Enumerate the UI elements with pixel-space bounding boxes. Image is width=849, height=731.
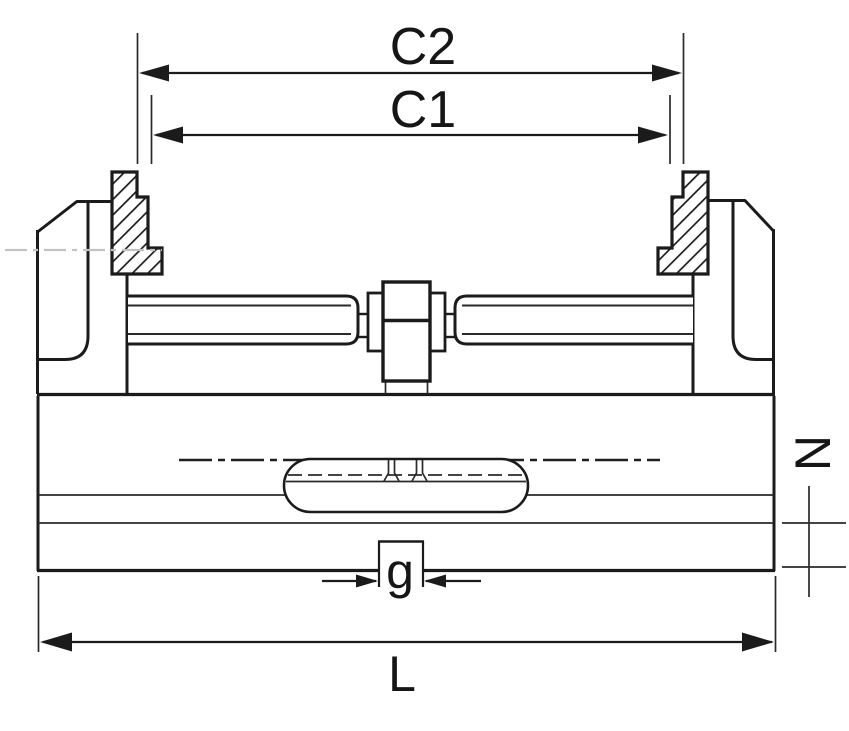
slot-notch-right-a — [411, 460, 418, 482]
dim-label-c1: C1 — [390, 81, 456, 139]
left-body-chamfer — [36, 199, 79, 234]
l-arrow-left — [40, 632, 72, 652]
lead-screw-left — [128, 294, 369, 346]
dim-l: L — [37, 576, 777, 702]
right-body-inner-contour — [731, 200, 773, 361]
dim-label-n: N — [785, 435, 841, 471]
g-arrow-left — [356, 574, 378, 588]
slot-notch-left-a — [383, 460, 390, 482]
left-body-inner-contour — [38, 201, 90, 361]
slot-notch-left-b — [393, 460, 400, 482]
dim-g: g — [322, 543, 481, 599]
dim-label-g: g — [386, 543, 414, 599]
l-arrow-right — [742, 632, 774, 652]
slot-notch-right-b — [421, 460, 428, 482]
block-main — [381, 280, 432, 383]
dim-c2: C2 — [136, 18, 685, 164]
slot-outline — [282, 457, 530, 514]
c1-arrow-left — [153, 126, 183, 144]
left-jaw-plate — [110, 170, 164, 276]
block-flange-right — [428, 291, 447, 353]
base-slot — [282, 457, 530, 514]
vise-base — [36, 392, 776, 587]
right-screw-outline — [453, 294, 693, 346]
c2-arrow-right — [652, 64, 682, 82]
dim-label-l: L — [388, 646, 416, 702]
g-arrow-right — [424, 574, 446, 588]
c1-arrow-right — [638, 126, 668, 144]
right-jaw-body — [707, 198, 775, 394]
block-flange-left — [366, 291, 385, 353]
left-screw-outline — [128, 294, 360, 346]
dim-n: N — [782, 435, 846, 597]
dim-c1: C1 — [150, 81, 671, 164]
spindle-nut-block — [366, 280, 447, 394]
left-jaw-body — [36, 199, 113, 394]
right-jaw-plate — [656, 170, 710, 276]
right-body-chamfer — [743, 198, 775, 233]
key-groove — [377, 540, 425, 587]
dim-label-c2: C2 — [390, 18, 456, 76]
c2-arrow-left — [139, 64, 169, 82]
lead-screw-right — [444, 294, 693, 346]
